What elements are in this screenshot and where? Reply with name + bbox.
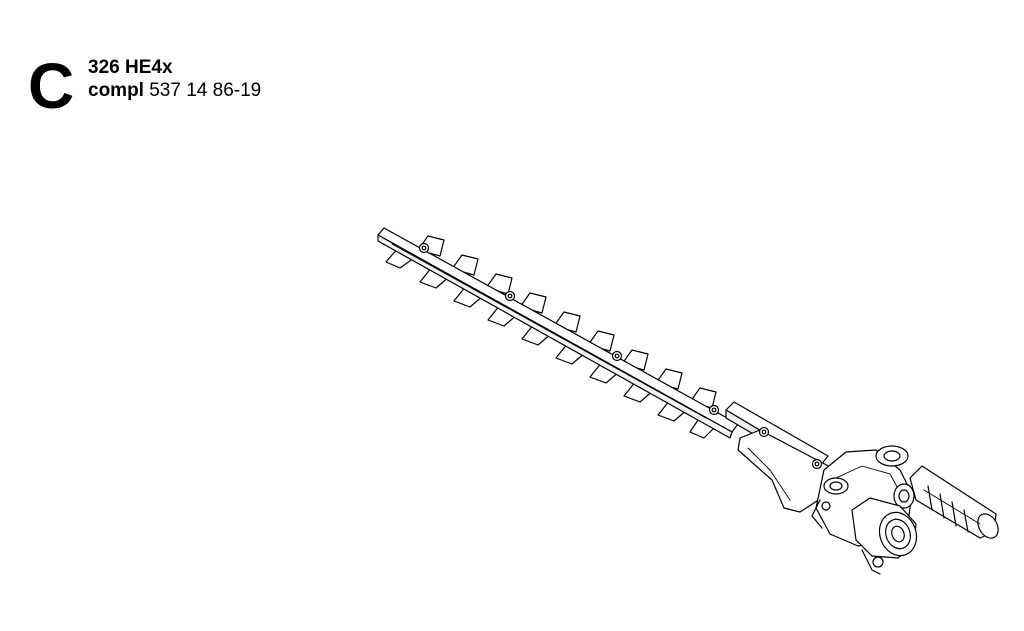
blade-rivets bbox=[418, 242, 720, 416]
blade-inner-edge bbox=[391, 243, 707, 419]
complete-assembly-line: compl 537 14 86-19 bbox=[88, 80, 261, 102]
section-letter: C bbox=[28, 50, 74, 122]
lower-blade-teeth bbox=[385, 247, 717, 439]
parts-header: C 326 HE4x compl 537 14 86-19 bbox=[24, 48, 344, 118]
blade-bar bbox=[377, 227, 739, 433]
coupling-sleeve bbox=[851, 497, 918, 575]
model-name: 326 HE4x bbox=[88, 57, 173, 78]
handle-grip bbox=[909, 465, 999, 539]
compl-label: compl bbox=[88, 80, 144, 101]
part-number: 537 14 86-19 bbox=[149, 80, 262, 101]
upper-blade-teeth bbox=[417, 235, 717, 409]
